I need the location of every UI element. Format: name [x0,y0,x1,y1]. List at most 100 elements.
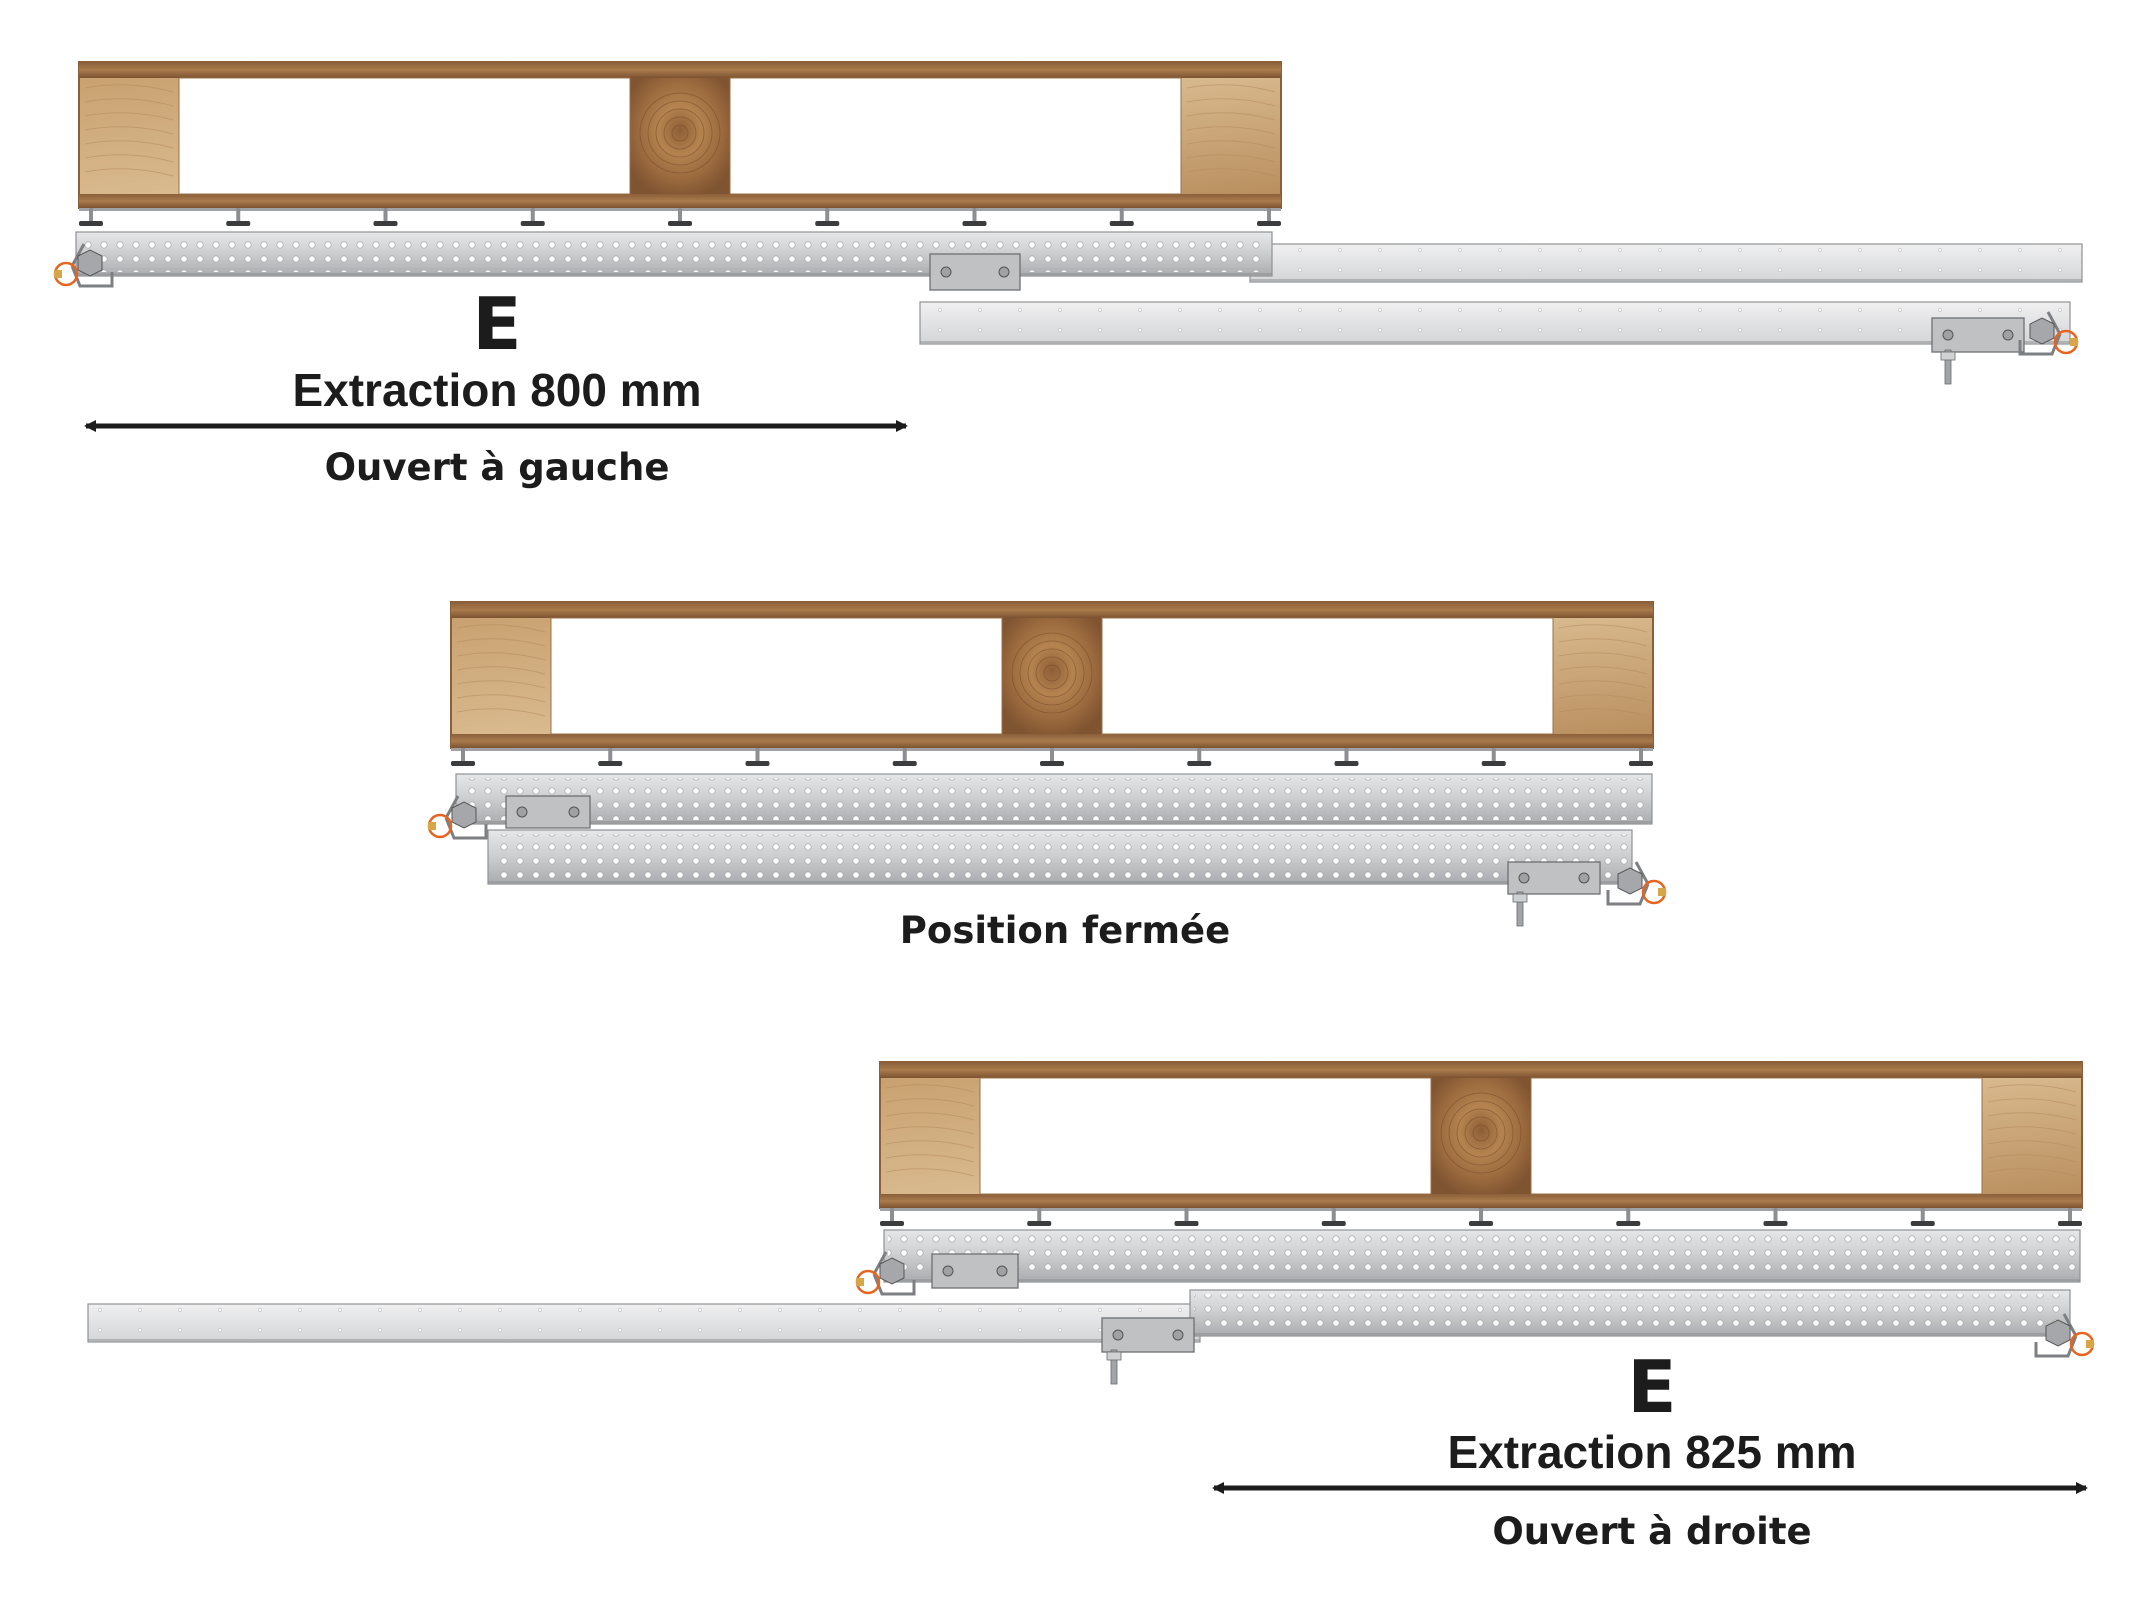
middle-pallet-bottom-board [451,734,1653,748]
top-wood-grain [84,154,174,163]
top-wood-grain [84,112,174,121]
middle-clip-foot [1040,761,1064,766]
top-wood-grain [1186,112,1276,121]
bottom-wood-grain [885,1112,975,1121]
bottom-wood-grain [1987,1084,2077,1093]
middle-left-hook-nut [451,801,477,829]
middle-assembly [427,601,1667,927]
middle-clip-stem [1050,748,1054,762]
bottom-left-hook-nut [879,1257,905,1285]
middle-growth-ring [1019,640,1085,706]
top-clip-foot [815,221,840,226]
top-clip-foot [520,221,545,226]
middle-right-hook [1606,861,1667,906]
top-clip-stem [89,208,93,222]
top-threaded-stud [1940,349,1956,385]
bottom-stud-shaft [1110,1349,1118,1385]
bottom-wood-grain [1987,1154,2077,1163]
bottom-clip-foot [1321,1221,1346,1226]
bottom-pallet-top-board [880,1062,2082,1078]
bottom-clip-foot [2058,1221,2082,1226]
middle-wood-grain [1558,666,1648,675]
top-right-hook [2018,311,2079,356]
top-wood-grain [1186,168,1276,177]
top-wood-grain [1186,98,1276,107]
top-clip-foot [1109,221,1134,226]
top-wood-grain [1186,84,1276,93]
top-wood-grain [84,126,174,135]
middle-cabinet-rail-holes [460,778,1648,820]
bottom-growth-ring [1464,1116,1498,1150]
top-extraction-label: Extraction 800 mm [292,364,702,416]
top-pallet-opening-left [178,77,631,195]
middle-threaded-stud [1512,891,1528,927]
bottom-clip-foot [1174,1221,1199,1226]
middle-clip-foot [1334,761,1359,766]
middle-growth-ring [1011,632,1093,714]
top-pallet-opening-right [729,77,1182,195]
middle-clip-stem [755,748,760,762]
top-clip-foot [226,221,251,226]
bottom-clip-foot [1027,1221,1052,1226]
top-mounting-clips [79,208,1281,226]
bottom-threaded-stud [1106,1349,1122,1385]
middle-pallet [450,601,1654,749]
bottom-left-hook-pin [856,1278,864,1286]
middle-clip-foot [451,761,475,766]
top-assembly [53,61,2083,385]
middle-wood-grain [456,652,546,661]
middle-wood-grain [1558,694,1648,703]
top-cabinet-rail [75,231,1273,277]
middle-wood-grain [456,708,546,717]
middle-wood-grain [456,666,546,675]
top-cabinet-rail-holes [80,236,1268,272]
bottom-clip-stem [1920,1208,1925,1222]
middle-slide-plate-bolt [516,806,528,818]
middle-clip-stem [461,748,465,762]
bottom-left-hook [855,1251,916,1296]
top-pallet-bottom-board [79,194,1281,208]
top-growth-ring [655,108,705,158]
bottom-cabinet-rail [883,1229,2081,1283]
bottom-clip-stem [1479,1208,1483,1222]
top-right-hook-pin [2070,338,2078,346]
top-outer-rail-extended-holes [1254,248,2078,278]
bottom-pallet-bottom-board [880,1194,2082,1208]
middle-growth-ring [1035,656,1069,690]
top-end-plate-bolt [2002,329,2014,341]
top-clip-stem [530,208,535,222]
top-wood-grain [84,98,174,107]
middle-mounting-clips [451,748,1653,766]
bottom-pallet-center-block [1431,1078,1531,1194]
bottom-clip-foot [1910,1221,1935,1226]
bottom-outer-rail-extended-holes [92,1308,1196,1338]
middle-clip-stem [608,748,613,762]
top-growth-ring [671,124,689,142]
top-clip-foot [668,221,692,226]
middle-pallet-opening-left [550,617,1003,735]
top-wood-grain [84,84,174,93]
middle-left-hook [427,795,488,840]
bottom-clip-foot [1763,1221,1788,1226]
bottom-wood-grain [1987,1140,2077,1149]
middle-clip-stem [1344,748,1349,762]
middle-clip-foot [745,761,770,766]
top-end-plate-bolt [1942,329,1954,341]
bottom-clip-stem [1331,1208,1336,1222]
bottom-clip-stem [1626,1208,1631,1222]
middle-left-hook-pin [428,822,436,830]
bottom-right-hook-nut [2045,1319,2071,1347]
middle-inner-rail-holes [492,834,1628,880]
middle-wood-grain [456,638,546,647]
top-clip-stem [383,208,388,222]
middle-wood-grain [1558,624,1648,633]
bottom-growth-ring [1472,1124,1490,1142]
bottom-slide-plate-bolt [996,1265,1008,1277]
top-left-hook-nut [77,249,103,277]
middle-clip-stem [902,748,907,762]
bottom-wood-grain [885,1126,975,1135]
middle-slide-plate [505,795,591,829]
middle-right-hook-nut [1617,867,1643,895]
bottom-caption: Ouvert à droite [1492,1510,1812,1553]
